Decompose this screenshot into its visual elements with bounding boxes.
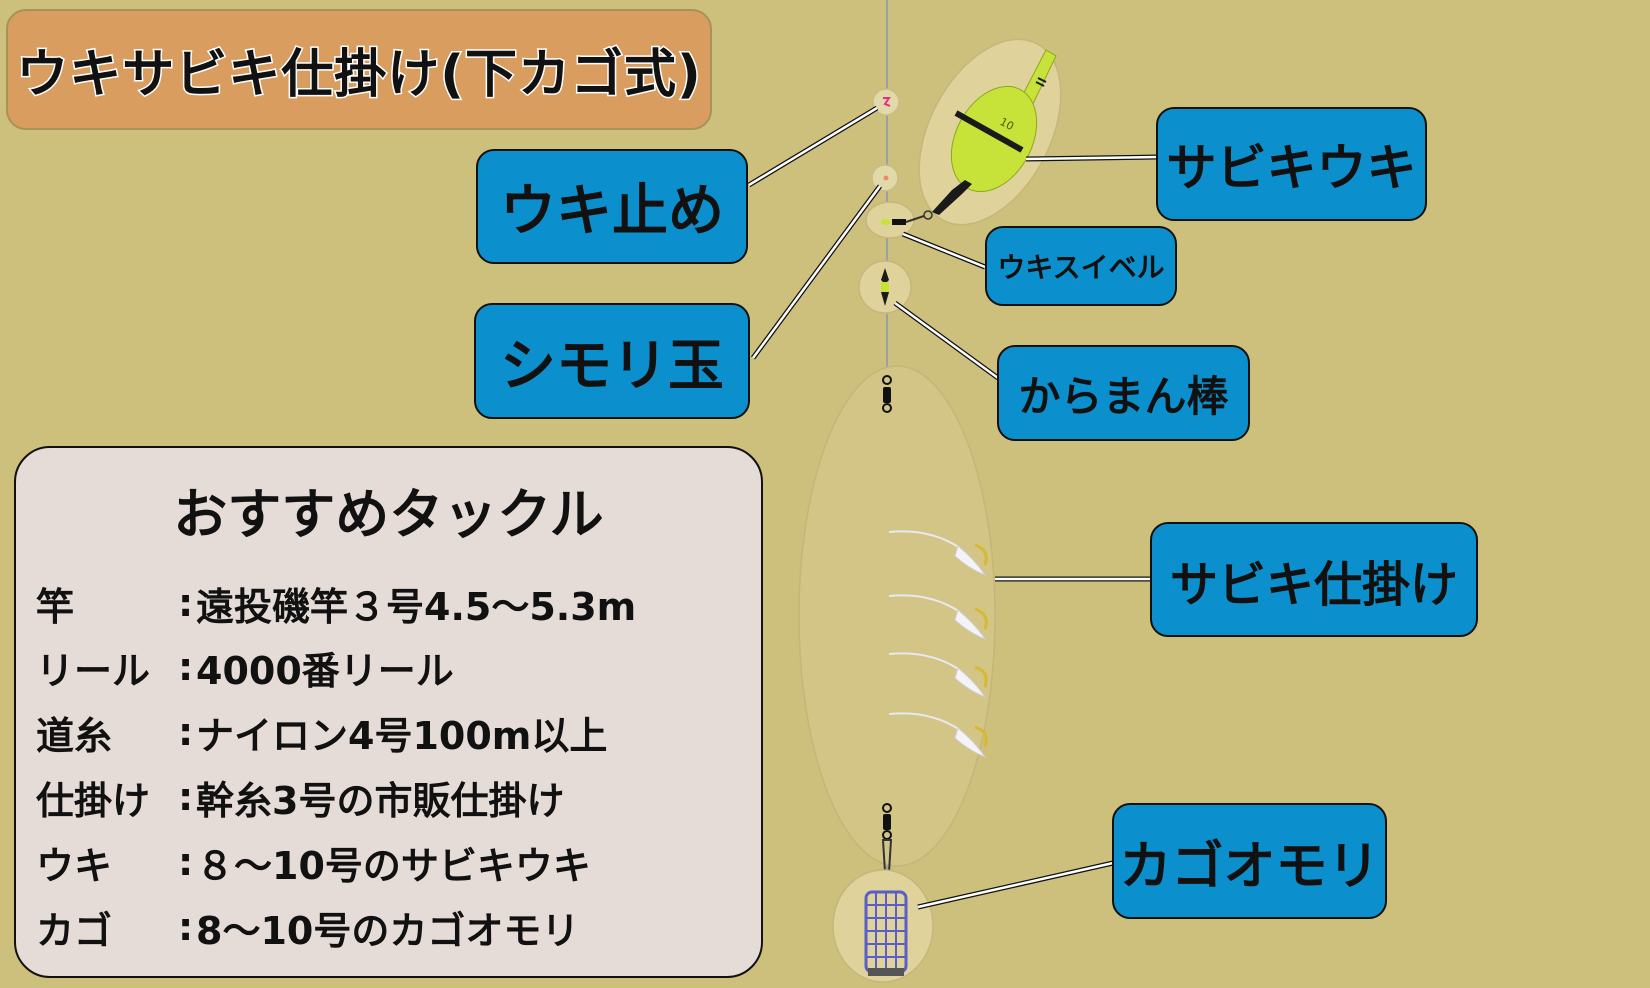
label-sabiki-uki-text: サビキウキ — [1166, 139, 1417, 197]
label-uki-dome: ウキ止め — [476, 149, 748, 264]
label-sabiki-shikake-text: サビキ仕掛け — [1169, 556, 1458, 613]
uki-stopper-knot — [883, 97, 891, 107]
recommended-tackle-panel: おすすめタックル 竿 : 遠投磯竿３号4.5〜5.3m リール : 4000番リ… — [14, 446, 763, 978]
sabiki-branch-4 — [888, 712, 988, 759]
tackle-key: 仕掛け — [36, 778, 151, 823]
kago-basket — [864, 890, 908, 976]
tackle-row-rod: 竿 : 遠投磯竿３号4.5〜5.3m — [36, 572, 636, 634]
sabiki-float: 10 — [932, 49, 1057, 215]
leader-lines — [747, 105, 1158, 910]
sabiki-branch-1 — [888, 530, 988, 577]
tackle-row-float: ウキ : ８〜10号のサビキウキ — [36, 831, 591, 893]
tackle-separator: : — [178, 775, 194, 819]
float-number: 10 — [998, 115, 1016, 133]
tackle-value: ナイロン4号100m以上 — [196, 713, 608, 758]
tackle-key: 道糸 — [36, 713, 113, 758]
tackle-separator: : — [178, 905, 194, 949]
sabiki-branch-3 — [888, 652, 988, 699]
tackle-value: 4000番リール — [196, 648, 454, 693]
tackle-value: 8〜10号のカゴオモリ — [196, 908, 580, 953]
sabiki-top-swivel — [882, 375, 892, 413]
label-karaman-bou-text: からまん棒 — [1018, 371, 1229, 421]
tackle-separator: : — [178, 645, 194, 689]
shimori-bead — [883, 175, 889, 181]
sabiki-highlight — [798, 365, 996, 867]
swivel-highlight — [865, 201, 915, 239]
label-uki-swivel: ウキスイベル — [985, 226, 1177, 306]
title-banner: ウキサビキ仕掛け(下カゴ式) — [6, 9, 712, 130]
label-sabiki-shikake: サビキ仕掛け — [1150, 522, 1478, 637]
page-title: ウキサビキ仕掛け(下カゴ式) — [15, 44, 703, 107]
label-kago-omori-text: カゴオモリ — [1119, 836, 1380, 897]
label-uki-dome-text: ウキ止め — [500, 179, 724, 244]
karaman-bou — [881, 268, 889, 306]
float-tip-mark-2 — [1035, 81, 1045, 87]
tackle-key: 竿 — [36, 584, 75, 629]
tackle-separator: : — [178, 581, 194, 625]
basket-highlight — [832, 869, 934, 983]
float-swivel — [881, 210, 933, 225]
tackle-separator: : — [178, 710, 194, 754]
tackle-key: リール — [36, 648, 151, 693]
tackle-row-reel: リール : 4000番リール — [36, 636, 454, 698]
label-karaman-bou: からまん棒 — [997, 345, 1250, 441]
tackle-value: 幹糸3号の市販仕掛け — [196, 778, 565, 823]
label-kago-omori: カゴオモリ — [1112, 803, 1387, 919]
label-uki-swivel-text: ウキスイベル — [997, 251, 1165, 284]
float-tip-mark-1 — [1037, 77, 1047, 83]
tackle-heading: おすすめタックル — [173, 483, 604, 546]
tackle-value: 遠投磯竿３号4.5〜5.3m — [196, 584, 637, 629]
label-sabiki-uki: サビキウキ — [1156, 107, 1427, 221]
float-stem — [932, 180, 972, 215]
tackle-separator: : — [178, 840, 194, 884]
label-shimori-dama-text: シモリ玉 — [500, 333, 724, 399]
float-band — [954, 110, 1024, 153]
tackle-row-line: 道糸 : ナイロン4号100m以上 — [36, 701, 607, 763]
label-shimori-dama: シモリ玉 — [474, 303, 750, 419]
tackle-value: ８〜10号のサビキウキ — [196, 843, 591, 888]
tackle-key: ウキ — [36, 843, 113, 888]
tackle-row-basket: カゴ : 8〜10号のカゴオモリ — [36, 896, 579, 958]
tackle-row-rig: 仕掛け : 幹糸3号の市販仕掛け — [36, 766, 564, 828]
tackle-key: カゴ — [36, 908, 113, 953]
sabiki-branch-2 — [888, 594, 988, 641]
